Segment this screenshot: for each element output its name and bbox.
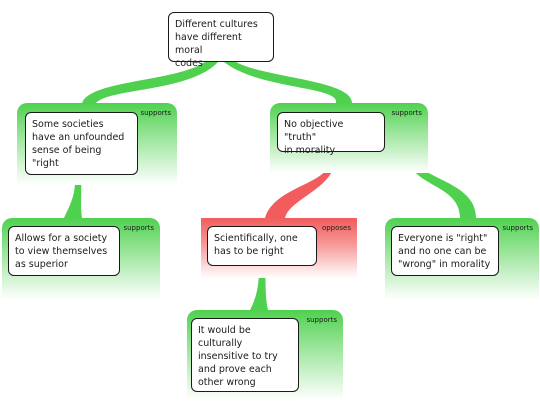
relation-label-node4: opposes [321,224,351,232]
node-everyone-right[interactable]: Everyone is "right" and no one can be "w… [391,226,499,276]
relation-label-node5: supports [502,224,533,232]
node-culturally-insensitive[interactable]: It would be culturally insensitive to tr… [191,318,299,392]
relation-label-node6: supports [306,316,337,324]
connector-node4-node6 [250,268,268,310]
connector-root-node2 [224,62,352,103]
relation-label-node3: supports [123,224,154,232]
node-no-objective-truth[interactable]: No objective "truth" in morality [277,112,385,156]
connector-node2-node5 [406,150,476,218]
node-root[interactable]: Different cultures have different moral … [168,12,274,69]
node-unfounded-sense[interactable]: Some societies have an unfounded sense o… [25,112,138,175]
node-view-superior[interactable]: Allows for a society to view themselves … [8,226,120,276]
connector-root-node1 [82,62,218,103]
node-scientifically-right[interactable]: Scientifically, one has to be right [207,226,317,266]
connector-node1-node3 [64,175,82,218]
relation-label-node1: supports [140,109,171,117]
connector-node2-node4 [265,158,336,218]
relation-label-node2: supports [391,109,422,117]
